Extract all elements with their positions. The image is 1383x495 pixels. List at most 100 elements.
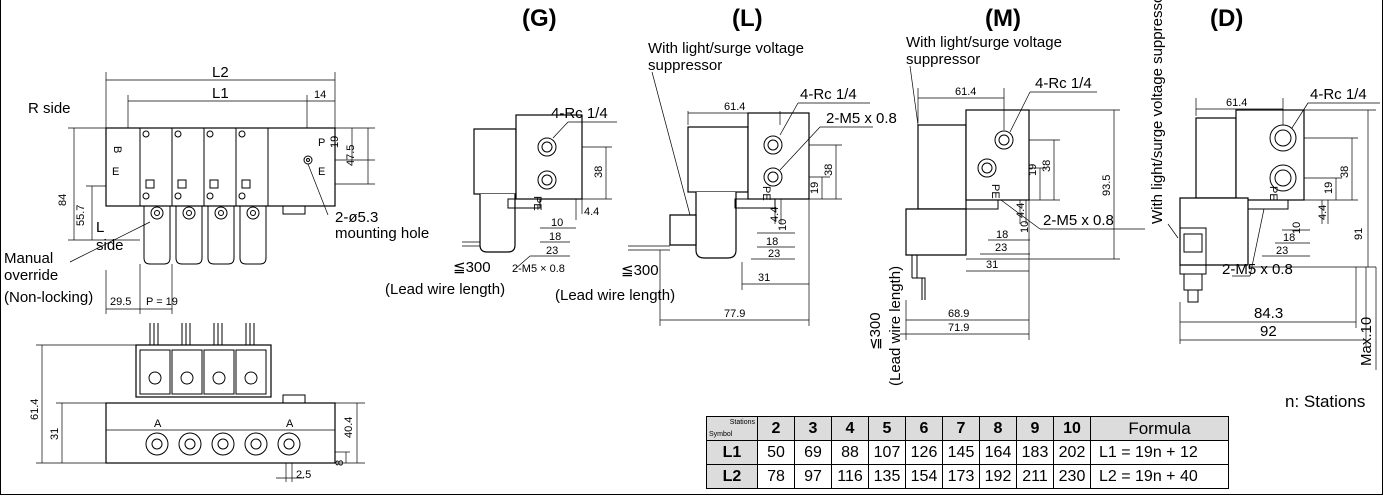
g-10: 10 [551,217,563,229]
table-cell: 88 [831,440,869,465]
view-l: With light/surge voltage suppressor PE ≦… [555,40,897,326]
g-m5: 2-M5 × 0.8 [512,263,565,275]
dim-front-8: 8 [334,460,346,466]
header-d: (D) [1210,5,1243,32]
m-19: 19 [1027,164,1039,176]
table-cell: 183 [1016,440,1054,465]
table-row: L2 78 97 116 135 154 173 192 211 230 L2 … [706,464,1229,489]
l-lead: ≦300 [621,262,659,279]
header-l: (L) [732,5,763,32]
g-lead-len: (Lead wire length) [385,281,505,298]
d-pe: PE [1267,186,1279,201]
d-18: 18 [1283,232,1295,244]
d-92: 92 [1260,323,1277,340]
m-71-9: 71.9 [948,322,969,334]
dim-front-2-5: 2.5 [296,469,311,481]
m-light1: With light/surge voltage [906,34,1062,51]
m-23: 23 [995,242,1007,254]
station-header: 9 [1016,416,1054,441]
table-cell: 164 [979,440,1017,465]
table-note: n: Stations [1285,392,1365,411]
label-side: side [96,237,124,254]
dim-front-31: 31 [49,428,61,440]
dim-19-top: 19 [329,136,341,148]
g-4-4: 4.4 [584,206,599,218]
d-84-3: 84.3 [1254,305,1283,322]
m-pe: PE [989,184,1001,199]
m-10: 10 [1019,221,1031,233]
table-cell: 145 [942,440,980,465]
d-23: 23 [1276,245,1288,257]
station-header: 8 [979,416,1017,441]
g-lead: ≦300 [453,259,491,276]
m-4-4: 4.4 [1015,203,1027,218]
dim-55-7: 55.7 [75,205,87,226]
corner-symbol: Symbol [709,431,733,438]
valve-stations [139,127,269,207]
m-18: 18 [996,229,1008,241]
corner-stations: Stations [729,419,755,426]
label-l: L [96,219,104,236]
g-23: 23 [546,245,558,257]
label-non-locking: (Non-locking) [4,289,93,306]
table-cell: 126 [905,440,943,465]
port-e-label-right: E [318,166,325,178]
d-38: 38 [1339,166,1351,178]
dim-front-61-4: 61.4 [29,399,41,420]
port-b-label: B [111,146,123,153]
l-77-9: 77.9 [724,308,745,320]
l-rc: 4-Rc 1/4 [800,86,857,103]
d-19: 19 [1323,182,1335,194]
table-cell: 69 [794,440,832,465]
dim-47-5: 47.5 [345,145,357,166]
station-header: 2 [757,416,795,441]
table-cell: 116 [831,464,869,489]
l-light1: With light/surge voltage [648,40,804,57]
dim-29-5: 29.5 [110,296,131,308]
row-symbol: L2 [706,464,758,489]
l-19: 19 [809,182,821,194]
table-cell: 173 [942,464,980,489]
dim-front-40-4: 40.4 [343,417,355,438]
table-header-row: Stations Symbol 2 3 4 5 6 7 8 9 10 Formu… [706,416,1229,441]
table-cell: 78 [757,464,795,489]
g-38: 38 [593,166,605,178]
table-cell: 202 [1053,440,1091,465]
station-header: 10 [1053,416,1091,441]
table-cell: 154 [905,464,943,489]
g-pe: PE [531,196,543,211]
station-header: 5 [868,416,906,441]
table-cell: 97 [794,464,832,489]
label-mounting: mounting hole [335,225,429,242]
label-override: override [4,267,58,284]
l-61-4: 61.4 [724,101,745,113]
port-p-label: P [318,137,325,149]
l-10: 10 [777,219,789,231]
header-g: (G) [522,5,557,32]
m-m5: 2-M5 x 0.8 [1043,212,1114,229]
dimension-table: Stations Symbol 2 3 4 5 6 7 8 9 10 Formu… [706,416,1229,489]
d-91: 91 [1353,228,1365,240]
port-a-label-1: A [154,418,162,430]
d-4-4: 4.4 [1317,205,1329,220]
table-cell: 211 [1016,464,1054,489]
m-lead-len: (Lead wire length) [887,266,904,386]
g-18: 18 [549,231,561,243]
l-31: 31 [758,272,770,284]
station-header: 3 [794,416,832,441]
l-18: 18 [766,236,778,248]
dim-84: 84 [57,194,69,206]
view-m: With light/surge voltage suppressor PE ≦… [867,34,1145,386]
table-cell: 135 [868,464,906,489]
l-23: 23 [768,248,780,260]
d-61-4: 61.4 [1226,97,1247,109]
m-93-5: 93.5 [1101,175,1113,196]
m-68-9: 68.9 [948,308,969,320]
m-rc: 4-Rc 1/4 [1035,75,1092,92]
d-10: 10 [1291,222,1303,234]
l-38: 38 [823,164,835,176]
l-light2: suppressor [648,57,722,74]
l-lead-len: (Lead wire length) [555,287,675,304]
label-manual: Manual [4,250,53,267]
